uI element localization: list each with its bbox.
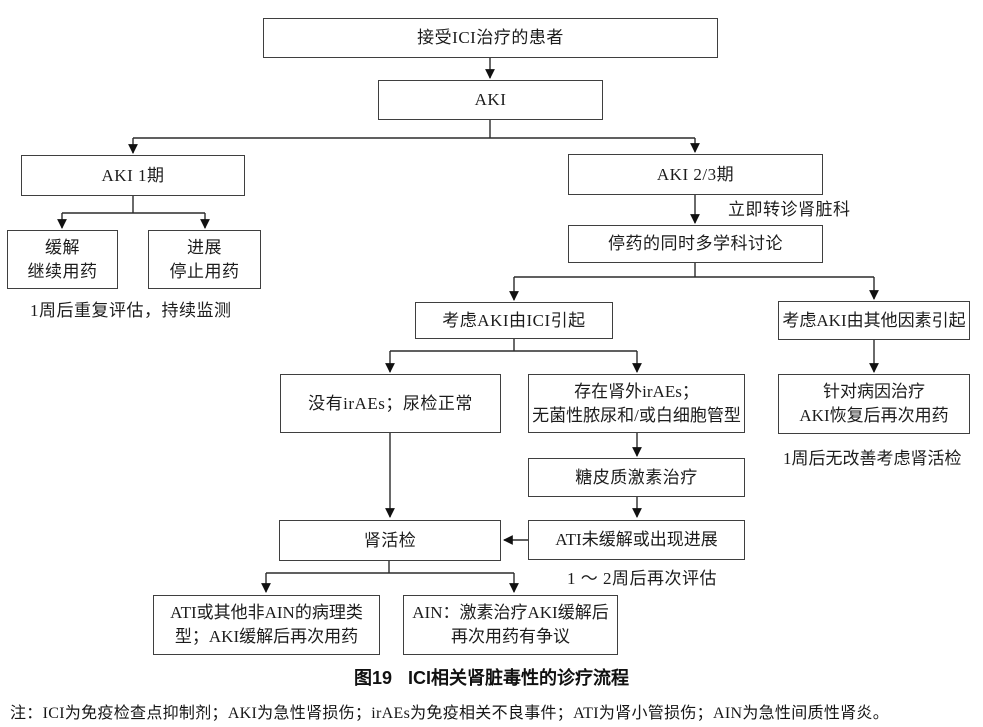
figure-title: ICI相关肾脏毒性的诊疗流程: [408, 668, 630, 688]
node-extrarenal-line2: 无菌性脓尿和/或白细胞管型: [532, 405, 741, 425]
node-ati-progress: ATI未缓解或出现进展: [528, 520, 745, 560]
node-extrarenal-line1: 存在肾外irAEs；: [574, 381, 699, 401]
figure-number: 图19: [353, 668, 393, 688]
figure-caption: 图19 ICI相关肾脏毒性的诊疗流程: [0, 664, 983, 690]
node-ati-pathology: ATI或其他非AIN的病理类 型；AKI缓解后再次用药: [153, 595, 380, 655]
node-ain-line2: 再次用药有争议: [451, 627, 570, 646]
annotation-repeat-eval: 1周后重复评估，持续监测: [30, 301, 232, 320]
edge-mdt-split: [514, 263, 874, 278]
edge-stage1-split: [62, 196, 205, 214]
node-remission-line1: 缓解: [45, 237, 80, 257]
node-ati-pathology-line1: ATI或其他非AIN的病理类: [170, 603, 363, 622]
annotation-reassess: 1 ～ 2周后再次评估: [567, 569, 717, 588]
node-ati-pathology-line2: 型；AKI缓解后再次用药: [174, 627, 359, 646]
node-ain-line1: AIN：激素治疗AKI缓解后: [412, 603, 609, 622]
node-patient: 接受ICI治疗的患者: [263, 18, 718, 58]
node-steroid: 糖皮质激素治疗: [528, 458, 745, 497]
node-aki-stage1: AKI 1期: [21, 155, 245, 196]
node-extrarenal-iraes: 存在肾外irAEs； 无菌性脓尿和/或白细胞管型: [528, 374, 745, 433]
node-treat-etiology: 针对病因治疗 AKI恢复后再次用药: [778, 374, 970, 434]
annotation-no-improvement: 1周后无改善考虑肾活检: [783, 449, 962, 468]
node-other-caused: 考虑AKI由其他因素引起: [778, 301, 970, 340]
node-etiology-line2: AKI恢复后再次用药: [799, 406, 949, 425]
annotation-referral: 立即转诊肾脏科: [728, 200, 851, 219]
edge-biopsy-split: [266, 561, 514, 574]
node-progression-line2: 停止用药: [169, 261, 240, 281]
node-aki-stage23: AKI 2/3期: [568, 154, 823, 195]
edge-ici-split: [390, 339, 637, 352]
node-etiology-line1: 针对病因治疗: [823, 382, 925, 401]
figure-footnote: 注：ICI为免疫检查点抑制剂；AKI为急性肾损伤；irAEs为免疫相关不良事件；…: [10, 705, 890, 722]
node-remission-line2: 继续用药: [27, 261, 98, 281]
node-mdt: 停药的同时多学科讨论: [568, 225, 823, 263]
node-progression-line1: 进展: [187, 237, 222, 257]
node-ain-controversy: AIN：激素治疗AKI缓解后 再次用药有争议: [403, 595, 618, 655]
edge-aki-split: [133, 120, 695, 139]
node-biopsy: 肾活检: [279, 520, 501, 561]
node-no-iraes: 没有irAEs；尿检正常: [280, 374, 501, 433]
node-ici-caused: 考虑AKI由ICI引起: [415, 302, 613, 339]
node-aki: AKI: [378, 80, 603, 120]
node-remission: 缓解 继续用药: [7, 230, 118, 289]
node-progression: 进展 停止用药: [148, 230, 261, 289]
